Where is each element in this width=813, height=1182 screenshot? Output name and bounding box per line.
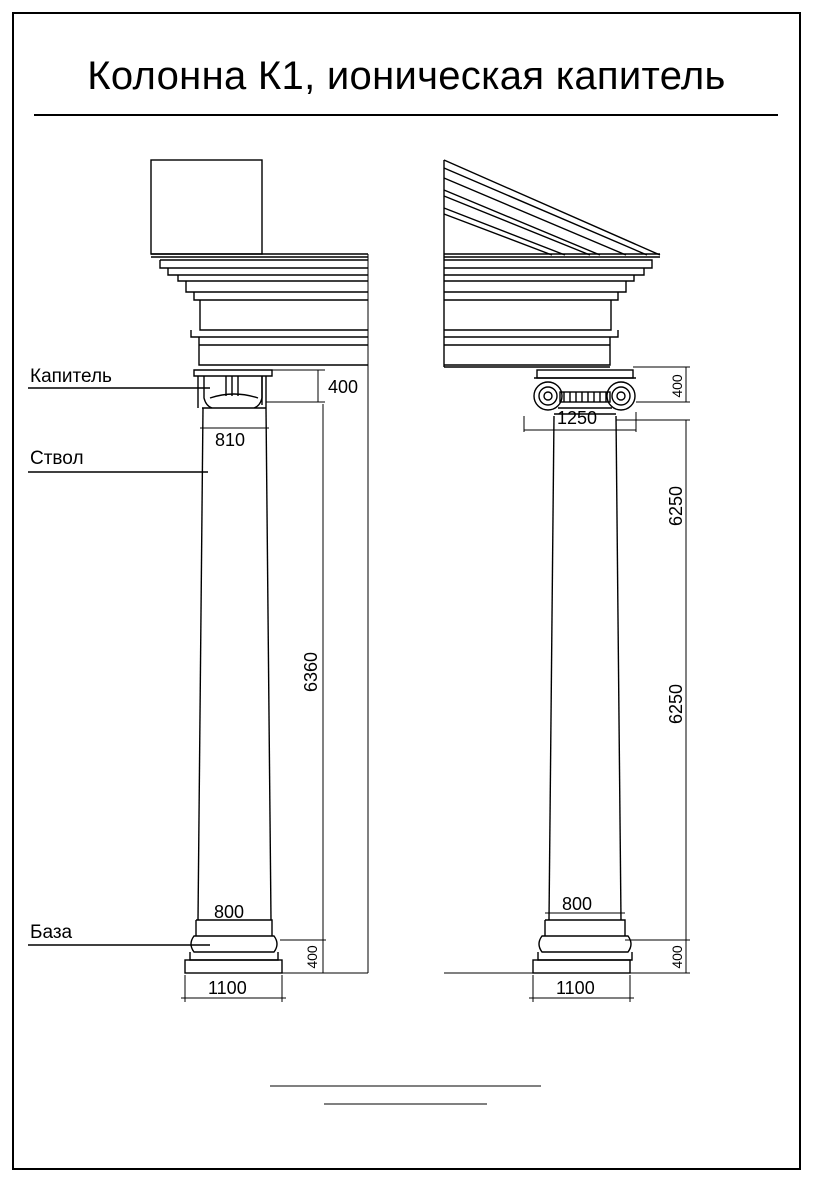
right-base-width: 1100 — [556, 978, 595, 998]
right-shaft-bottom-width: 800 — [562, 894, 593, 914]
left-dimensions — [181, 254, 369, 1002]
signature-lines — [270, 1085, 541, 1105]
drawing-frame — [12, 12, 801, 1170]
right-shaft — [548, 415, 622, 921]
left-capital-height: 400 — [328, 377, 359, 397]
left-shaft-height: 6360 — [301, 651, 321, 693]
label-shaft: Ствол — [30, 448, 84, 469]
right-dimensions — [444, 366, 690, 1002]
left-base — [184, 919, 283, 974]
drawing-title: Колонна К1, ионическая капитель — [87, 54, 726, 98]
right-pediment — [443, 159, 661, 367]
label-capital: Капитель — [30, 366, 112, 387]
left-base-height: 400 — [304, 945, 320, 969]
left-entablature — [150, 159, 368, 366]
right-base-height: 400 — [669, 945, 685, 969]
left-shaft-bottom-width: 800 — [214, 902, 245, 922]
left-capital — [193, 369, 273, 409]
title-underline — [34, 114, 778, 116]
right-shaft-upper-height: 6250 — [666, 485, 686, 527]
right-shaft-lower-height: 6250 — [666, 683, 686, 725]
right-capital-width: 1250 — [557, 408, 598, 428]
right-capital-height: 400 — [669, 374, 685, 398]
right-entablature — [444, 253, 660, 368]
callout-lines — [28, 387, 210, 946]
right-base — [532, 919, 633, 974]
label-base: База — [30, 922, 73, 943]
right-capital — [533, 369, 636, 415]
left-base-width: 1100 — [208, 978, 247, 998]
left-capital-width: 810 — [215, 430, 246, 450]
left-shaft — [197, 407, 272, 921]
